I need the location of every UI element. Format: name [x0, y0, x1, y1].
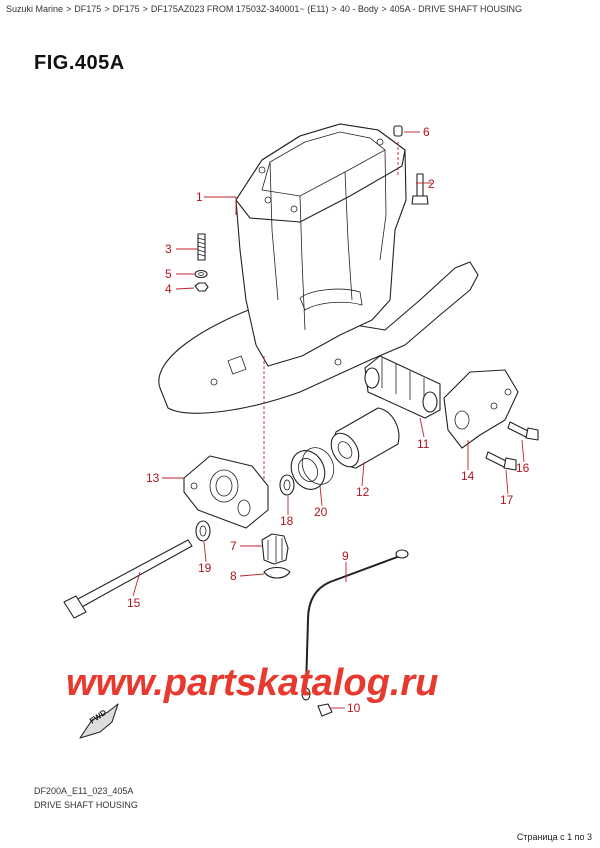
breadcrumb-separator: > — [381, 4, 387, 14]
breadcrumb-separator: > — [66, 4, 72, 14]
breadcrumb-item-serial[interactable]: DF175AZ023 FROM 17503Z-340001~ (E11) — [150, 4, 329, 14]
mount-bracket[interactable] — [443, 369, 519, 449]
breadcrumb-item-submodel[interactable]: DF175 — [112, 4, 140, 14]
callout-8[interactable]: 8 — [230, 569, 237, 583]
breadcrumb-item-brand[interactable]: Suzuki Marine — [6, 4, 64, 14]
forward-direction-arrow: FWD — [79, 703, 119, 739]
breadcrumb: Suzuki Marine>DF175>DF175>DF175AZ023 FRO… — [6, 4, 522, 14]
callout-5[interactable]: 5 — [165, 267, 172, 281]
callout-16[interactable]: 16 — [516, 461, 530, 475]
bolt-upper-right[interactable] — [411, 173, 429, 205]
ground-lead-wire[interactable] — [301, 549, 409, 701]
leader-lines — [132, 131, 525, 709]
washer-19[interactable] — [195, 520, 211, 542]
bolt-17[interactable] — [485, 451, 517, 471]
callout-19[interactable]: 19 — [198, 561, 212, 575]
breadcrumb-item-group[interactable]: 40 - Body — [339, 4, 379, 14]
bolt-10[interactable] — [317, 703, 333, 717]
breadcrumb-separator: > — [331, 4, 337, 14]
callout-11[interactable]: 11 — [417, 437, 430, 451]
washer-small[interactable] — [194, 269, 208, 279]
callout-12[interactable]: 12 — [356, 485, 370, 499]
callout-10[interactable]: 10 — [347, 701, 361, 715]
callout-labels: 1 2 3 4 5 6 7 8 9 10 11 12 13 14 15 16 1… — [127, 125, 530, 715]
callout-18[interactable]: 18 — [280, 514, 294, 528]
callout-7[interactable]: 7 — [230, 539, 237, 553]
diagram-name: DRIVE SHAFT HOUSING — [34, 800, 138, 810]
callout-4[interactable]: 4 — [165, 282, 172, 296]
breadcrumb-item-current: 405A - DRIVE SHAFT HOUSING — [389, 4, 522, 14]
bearing-housing[interactable] — [183, 455, 269, 529]
callout-3[interactable]: 3 — [165, 242, 172, 256]
callout-1[interactable]: 1 — [196, 190, 203, 204]
page-indicator: Страница с 1 по 3 — [516, 832, 592, 842]
diagram-code: DF200A_E11_023_405A — [34, 786, 134, 796]
drive-shaft-housing[interactable] — [158, 123, 479, 414]
breadcrumb-item-model[interactable]: DF175 — [74, 4, 102, 14]
callout-13[interactable]: 13 — [146, 471, 160, 485]
dowel-pin[interactable] — [393, 125, 403, 137]
callout-6[interactable]: 6 — [423, 125, 430, 139]
seal-ring[interactable] — [285, 442, 340, 494]
callout-14[interactable]: 14 — [461, 469, 475, 483]
callout-9[interactable]: 9 — [342, 549, 349, 563]
breadcrumb-separator: > — [142, 4, 148, 14]
breadcrumb-separator: > — [104, 4, 110, 14]
clip-8[interactable] — [263, 566, 291, 579]
rubber-mount[interactable] — [364, 355, 441, 419]
stud-bolt[interactable] — [197, 233, 206, 261]
housing-top-flange — [235, 123, 406, 223]
long-bolt[interactable] — [63, 539, 193, 619]
callout-2[interactable]: 2 — [428, 177, 435, 191]
nut-7[interactable] — [261, 533, 289, 565]
nut-small[interactable] — [194, 282, 209, 292]
washer-18[interactable] — [279, 474, 295, 496]
callout-17[interactable]: 17 — [500, 493, 514, 507]
watermark: www.partskatalog.ru — [66, 662, 439, 704]
figure-title: FIG.405A — [34, 52, 125, 74]
bush[interactable] — [326, 407, 400, 472]
callout-15[interactable]: 15 — [127, 596, 141, 610]
callout-20[interactable]: 20 — [314, 505, 328, 519]
bolt-16[interactable] — [507, 421, 539, 441]
